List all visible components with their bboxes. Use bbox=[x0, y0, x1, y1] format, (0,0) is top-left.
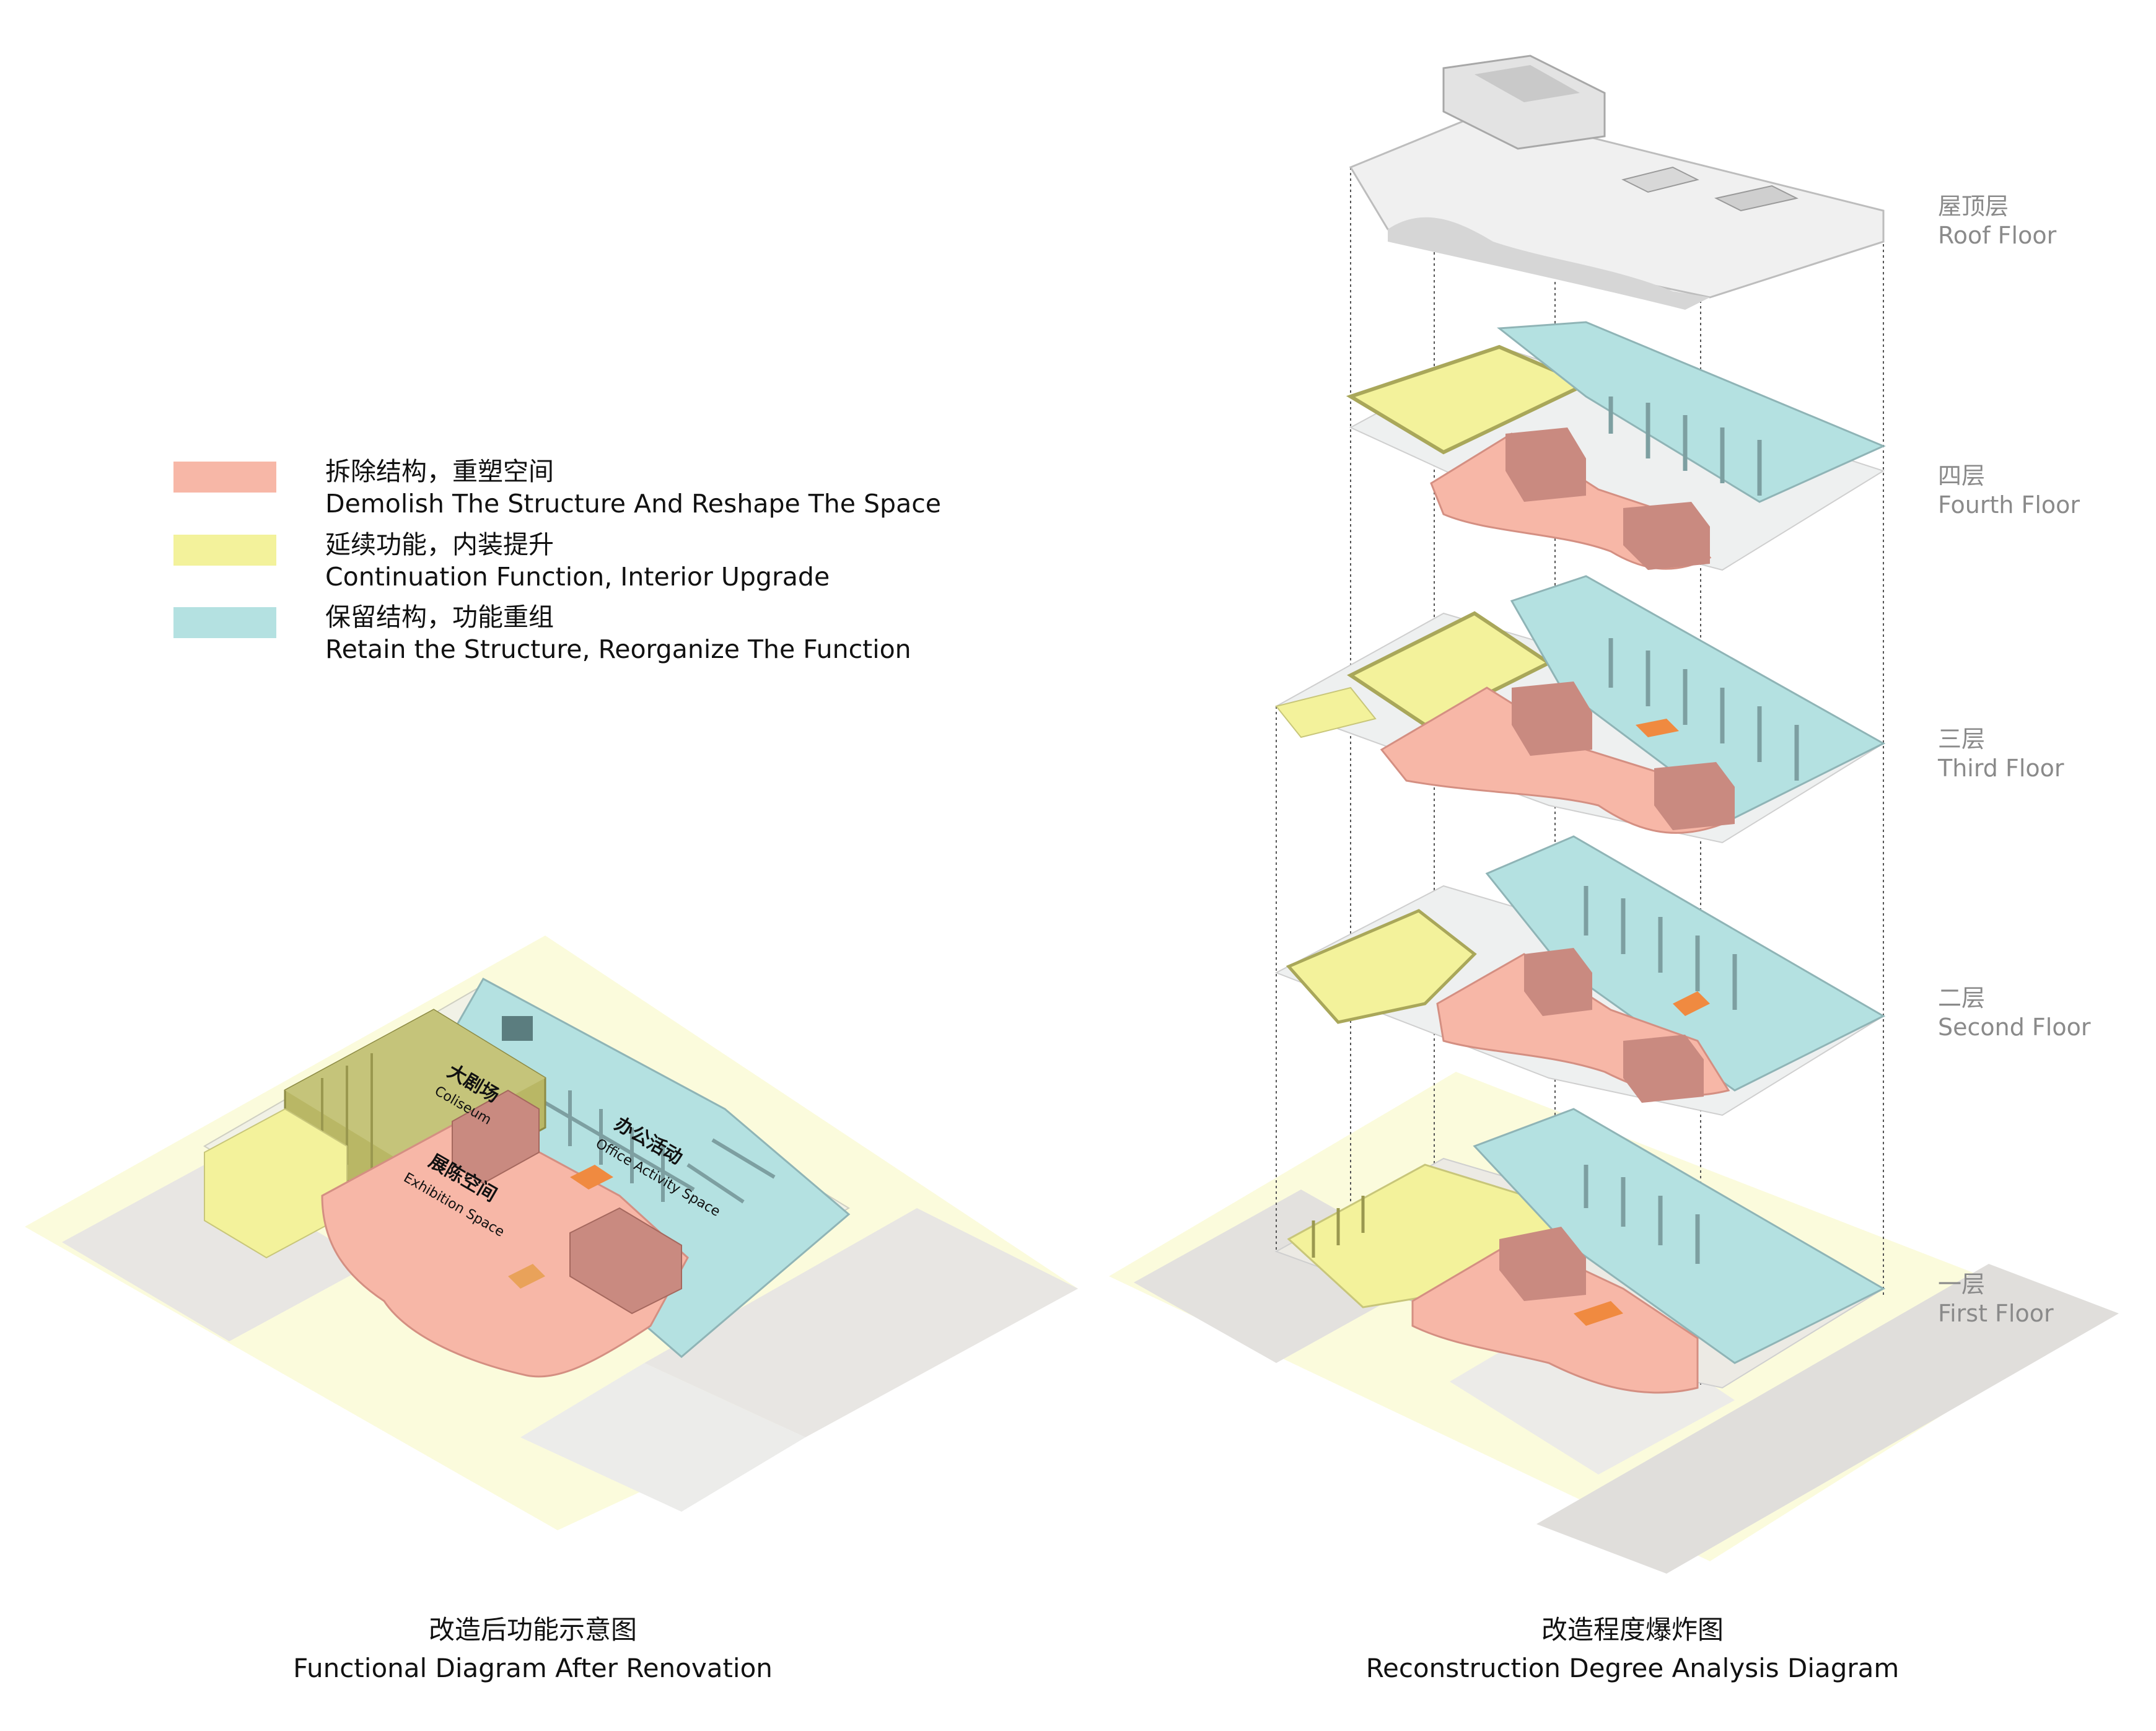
legend-label-en: Demolish The Structure And Reshape The S… bbox=[325, 489, 941, 519]
legend-label-zh: 延续功能，内装提升 bbox=[325, 530, 554, 559]
second-floor-model bbox=[1274, 835, 1886, 1116]
floor-label-zh: 三层 bbox=[1938, 725, 1986, 753]
left-road bbox=[62, 1165, 372, 1341]
first-floor-model bbox=[1274, 1108, 1886, 1394]
left-coliseum-top bbox=[285, 1010, 545, 1159]
legend-item-demolish: 拆除结构，重塑空间 Demolish The Structure And Res… bbox=[173, 455, 1041, 524]
floor-label-second: 二层 Second Floor bbox=[1938, 984, 2090, 1042]
floor-label-zh: 一层 bbox=[1938, 1271, 1986, 1298]
floor-label-first: 一层 First Floor bbox=[1938, 1270, 2054, 1328]
floor-label-fourth: 四层 Fourth Floor bbox=[1938, 462, 2080, 520]
floor-label-en: Roof Floor bbox=[1938, 222, 2057, 249]
roof-floor-model bbox=[1349, 55, 1885, 310]
third-floor-model bbox=[1274, 575, 1886, 844]
floor-label-en: Third Floor bbox=[1938, 755, 2064, 782]
floor-label-third: 三层 Third Floor bbox=[1938, 725, 2064, 783]
legend-swatch-yellow bbox=[173, 535, 276, 566]
left-office-void bbox=[502, 1016, 533, 1041]
left-road bbox=[520, 1363, 805, 1512]
caption-right-en: Reconstruction Degree Analysis Diagram bbox=[1365, 1653, 1900, 1683]
floor-label-zh: 四层 bbox=[1938, 462, 1986, 489]
caption-left-en: Functional Diagram After Renovation bbox=[293, 1653, 773, 1683]
floor-label-zh: 二层 bbox=[1938, 984, 1986, 1012]
fourth-floor-model bbox=[1346, 321, 1886, 571]
caption-left-zh: 改造后功能示意图 bbox=[428, 1615, 637, 1645]
legend-label-zh: 拆除结构，重塑空间 bbox=[325, 457, 554, 486]
left-axonometric: 大剧场 Coliseum 办公活动 Office Activity Space … bbox=[25, 936, 1078, 1530]
caption-right-zh: 改造程度爆炸图 bbox=[1541, 1615, 1724, 1645]
floor-label-en: Second Floor bbox=[1938, 1014, 2091, 1041]
left-office-walls bbox=[544, 1090, 776, 1204]
left-exhibition-rooms bbox=[452, 1089, 682, 1315]
legend-text: 拆除结构，重塑空间 Demolish The Structure And Res… bbox=[325, 455, 941, 520]
right-exploded-axonometric bbox=[1109, 55, 2119, 1574]
legend-label-zh: 保留结构，功能重组 bbox=[325, 602, 554, 632]
legend-swatch-cyan bbox=[173, 607, 276, 638]
floor-label-roof: 屋顶层 Roof Floor bbox=[1938, 192, 2056, 250]
floor-label-zh: 屋顶层 bbox=[1938, 193, 2009, 220]
floor-label-en: First Floor bbox=[1938, 1300, 2054, 1327]
left-exhibition-block bbox=[321, 1114, 689, 1378]
left-stair-orange bbox=[570, 1165, 613, 1190]
left-road bbox=[644, 1208, 1078, 1437]
left-stair-orange bbox=[508, 1264, 545, 1289]
legend-swatch-pink bbox=[173, 462, 276, 493]
legend-label-en: Continuation Function, Interior Upgrade bbox=[325, 562, 830, 592]
legend-item-continuation: 延续功能，内装提升 Continuation Function, Interio… bbox=[173, 528, 1041, 597]
legend-text: 保留结构，功能重组 Retain the Structure, Reorgani… bbox=[325, 601, 911, 665]
caption-left: 改造后功能示意图 Functional Diagram After Renova… bbox=[293, 1611, 773, 1688]
legend-item-retain: 保留结构，功能重组 Retain the Structure, Reorgani… bbox=[173, 601, 1041, 669]
caption-right: 改造程度爆炸图 Reconstruction Degree Analysis D… bbox=[1366, 1611, 1900, 1688]
legend-text: 延续功能，内装提升 Continuation Function, Interio… bbox=[325, 528, 830, 593]
right-road bbox=[1536, 1264, 2119, 1574]
floor-label-en: Fourth Floor bbox=[1938, 491, 2080, 519]
legend-label-en: Retain the Structure, Reorganize The Fun… bbox=[325, 634, 911, 664]
